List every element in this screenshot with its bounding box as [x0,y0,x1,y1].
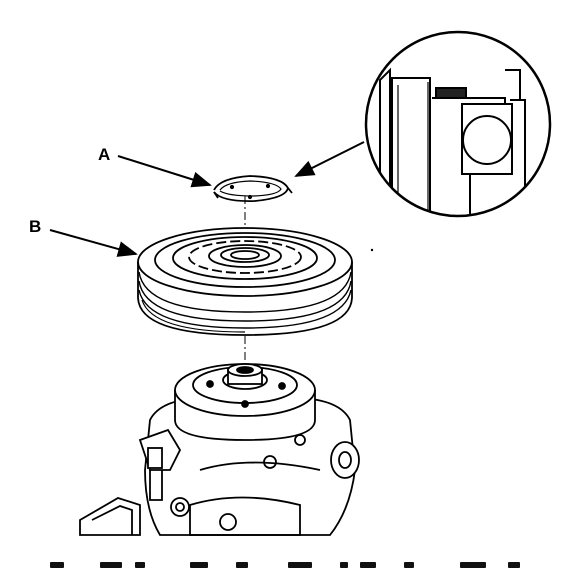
compressor-body [79,363,360,536]
snap-ring-a [213,175,293,202]
speck-mark [370,248,374,252]
cropped-caption-marks [40,548,540,572]
callout-label-a: A [98,145,111,164]
pulley-b [137,227,353,336]
leader-lines [49,141,365,257]
callout-label-b: B [29,217,42,236]
detail-magnifier [364,30,552,218]
